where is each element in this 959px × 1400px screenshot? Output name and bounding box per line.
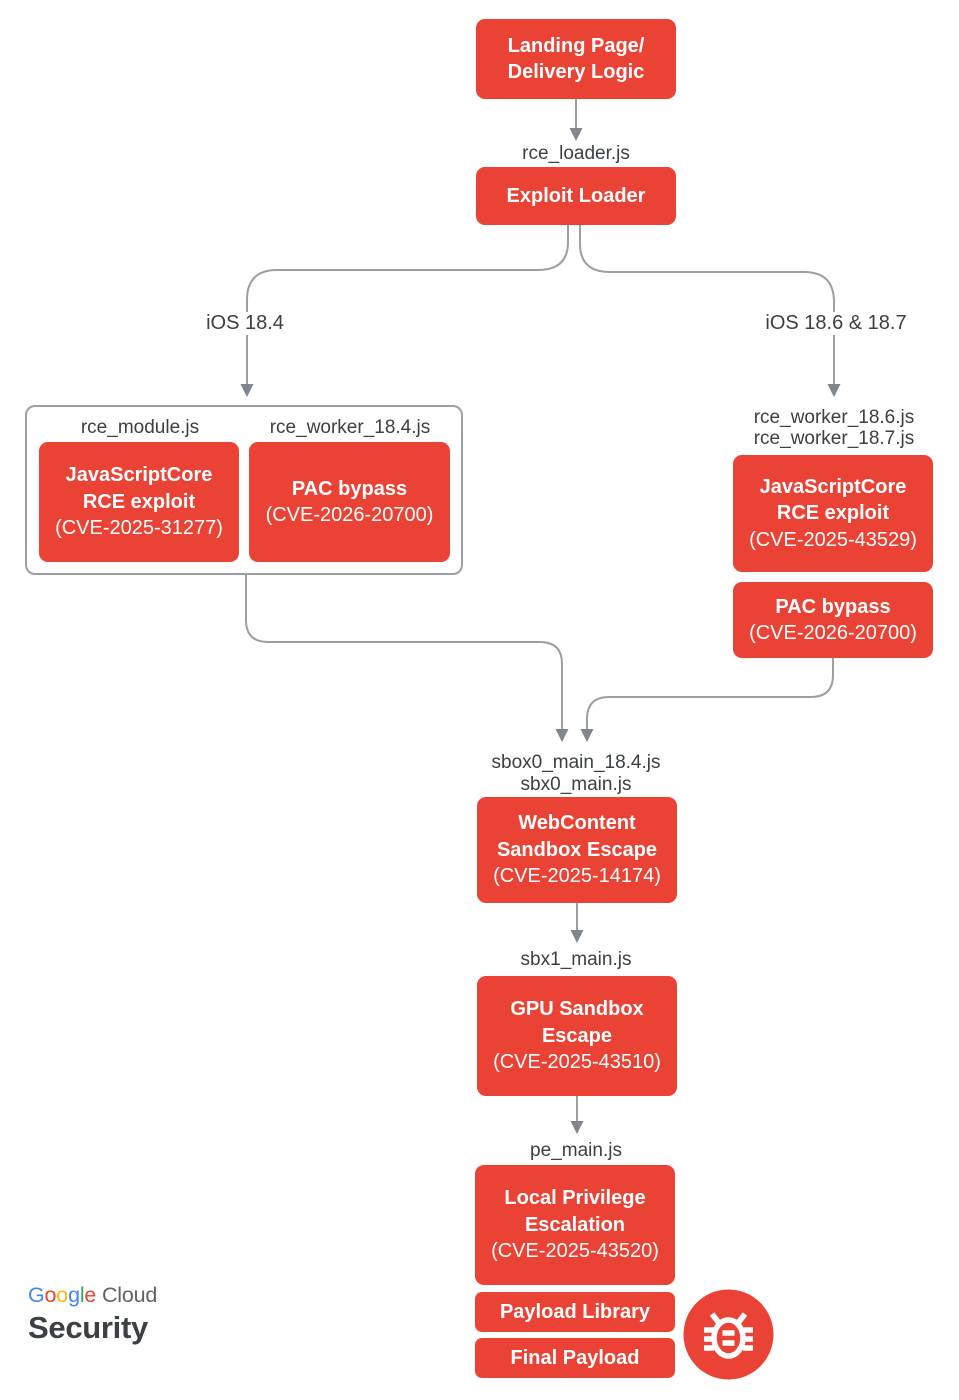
node-cve: (CVE-2026-20700) (749, 622, 917, 644)
node-gpu-sandbox-escape: GPU Sandbox Escape (CVE-2025-43510) (477, 976, 677, 1096)
node-cve: (CVE-2025-14174) (493, 865, 661, 888)
node-title: RCE exploit (82, 490, 196, 513)
node-cve: (CVE-2025-43529) (749, 528, 917, 551)
node-pac-bypass-18-6: PAC bypass (CVE-2026-20700) (733, 582, 933, 658)
node-cve: (CVE-2025-43520) (491, 1240, 659, 1263)
connector-pac186-to-sbox0 (580, 658, 834, 743)
node-title: PAC bypass (775, 595, 891, 618)
node-payload-library: Payload Library (475, 1292, 675, 1332)
node-jsc-rce-18-4: JavaScriptCore RCE exploit (CVE-2025-312… (39, 442, 239, 562)
connector-left-group-to-sbox0 (245, 575, 569, 743)
node-pac-bypass-18-4: PAC bypass (CVE-2026-20700) (249, 442, 450, 562)
file-label-pe-main: pe_main.js (528, 1139, 624, 1162)
node-webcontent-sandbox-escape: WebContent Sandbox Escape (CVE-2025-1417… (477, 797, 677, 903)
node-title: Payload Library (499, 1300, 651, 1323)
node-title: Delivery Logic (507, 61, 645, 83)
node-title: GPU Sandbox (510, 998, 644, 1021)
node-title: Local Privilege (504, 1187, 646, 1210)
security-wordmark: Security (28, 1310, 148, 1345)
file-label-rce-module: rce_module.js (78, 416, 202, 439)
node-title: Escape (541, 1024, 613, 1047)
google-cloud-security-logo: Google Cloud Security (28, 1283, 157, 1345)
file-label-rce-worker-18-4: rce_worker_18.4.js (267, 416, 433, 439)
node-exploit-loader: Exploit Loader (476, 167, 676, 225)
edge-label-ios-18-4: iOS 18.4 (204, 312, 286, 335)
node-title: Landing Page/ (507, 34, 645, 57)
connector-loader-to-ios184 (240, 225, 569, 398)
google-letters: Google (28, 1283, 97, 1307)
file-label-rce-worker-18-7: rce_worker_18.7.js (751, 427, 917, 450)
node-landing-page: Landing Page/ Delivery Logic (476, 19, 676, 99)
node-title: WebContent (518, 812, 636, 835)
google-cloud-wordmark: Google Cloud (28, 1283, 157, 1308)
file-label-sbx1-main: sbx1_main.js (518, 948, 634, 971)
node-title: PAC bypass (291, 477, 408, 500)
node-title: RCE exploit (776, 502, 890, 525)
node-title: JavaScriptCore (759, 475, 907, 498)
file-label-rce-worker-18-6: rce_worker_18.6.js (751, 406, 917, 429)
edge-label-rce-loader: rce_loader.js (520, 142, 632, 165)
node-cve: (CVE-2025-43510) (493, 1051, 661, 1074)
node-cve: (CVE-2025-31277) (55, 517, 223, 540)
file-label-sbx0-main: sbx0_main.js (518, 773, 634, 796)
cloud-word: Cloud (96, 1283, 158, 1307)
edge-label-ios-18-6-18-7: iOS 18.6 & 18.7 (763, 312, 909, 335)
node-final-payload: Final Payload (475, 1338, 675, 1378)
node-local-privilege-escalation: Local Privilege Escalation (CVE-2025-435… (475, 1165, 675, 1285)
connector-loader-to-ios186 (579, 225, 841, 398)
node-title: Final Payload (510, 1346, 640, 1369)
node-title: Sandbox Escape (496, 838, 658, 861)
node-jsc-rce-18-6: JavaScriptCore RCE exploit (CVE-2025-435… (733, 455, 933, 572)
node-cve: (CVE-2026-20700) (265, 504, 434, 526)
node-title: JavaScriptCore (65, 464, 213, 487)
node-title: Escalation (524, 1213, 626, 1236)
bug-icon (683, 1289, 774, 1380)
file-label-sbox0-main-18-4: sbox0_main_18.4.js (489, 751, 663, 774)
node-title: Exploit Loader (506, 184, 646, 207)
